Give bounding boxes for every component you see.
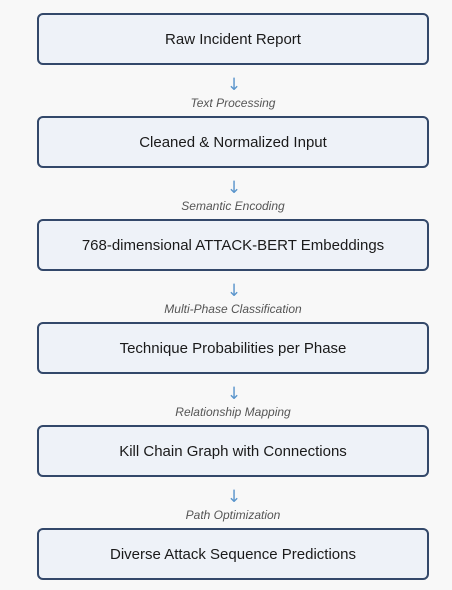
arrow-down-icon: ↓ bbox=[226, 384, 242, 404]
transition-label-multi-phase-classification: Multi-Phase Classification bbox=[164, 302, 302, 316]
arrow-down-icon: ↓ bbox=[226, 178, 242, 198]
arrow-down-icon: ↓ bbox=[226, 281, 242, 301]
transition-label-path-optimization: Path Optimization bbox=[185, 508, 281, 522]
transition-label-relationship-mapping: Relationship Mapping bbox=[175, 405, 291, 419]
transition-label-semantic-encoding: Semantic Encoding bbox=[181, 199, 285, 213]
stage-technique-probabilities: Technique Probabilities per Phase bbox=[37, 322, 429, 374]
arrow-down-icon: ↓ bbox=[226, 75, 242, 95]
arrow-down-icon: ↓ bbox=[226, 487, 242, 507]
stage-attack-sequence-predictions: Diverse Attack Sequence Predictions bbox=[37, 528, 429, 580]
transition-label-text-processing: Text Processing bbox=[190, 96, 276, 110]
stage-attack-bert-embeddings: 768-dimensional ATTACK-BERT Embeddings bbox=[37, 219, 429, 271]
stage-cleaned-normalized-input: Cleaned & Normalized Input bbox=[37, 116, 429, 168]
stage-raw-incident-report: Raw Incident Report bbox=[37, 13, 429, 65]
stage-kill-chain-graph: Kill Chain Graph with Connections bbox=[37, 425, 429, 477]
